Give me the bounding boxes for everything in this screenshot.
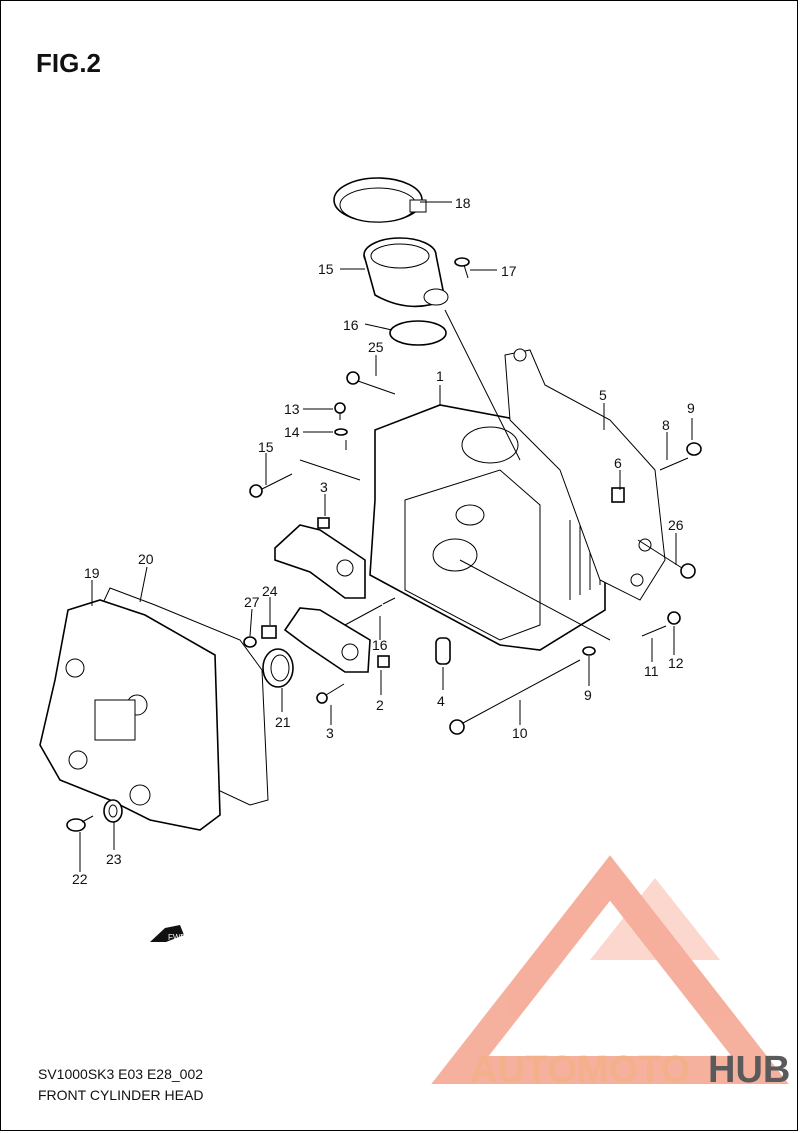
fwd-arrow-icon bbox=[150, 925, 184, 942]
callout-21: 19 bbox=[84, 565, 100, 581]
bolt-15-part bbox=[249, 473, 293, 498]
spark-plug-part bbox=[344, 597, 396, 626]
callout-23: 21 bbox=[275, 714, 291, 730]
callout-28: 26 bbox=[668, 517, 684, 533]
callout-24: 22 bbox=[72, 871, 88, 887]
callout-7: 8 bbox=[662, 417, 670, 433]
callout-16: 16 bbox=[372, 637, 388, 653]
model-code: SV1000SK3 E03 E28_002 bbox=[38, 1066, 204, 1082]
callout-18: 16 bbox=[343, 317, 359, 333]
leader-lines bbox=[79, 201, 693, 872]
callout-19: 17 bbox=[501, 263, 517, 279]
nut-8-part bbox=[686, 442, 702, 456]
plug-26-part bbox=[261, 625, 277, 639]
callout-27: 25 bbox=[368, 339, 384, 355]
bolt-10-part bbox=[449, 659, 581, 735]
callout-8: 9 bbox=[687, 400, 695, 416]
cylinder-head-cover-part bbox=[39, 599, 221, 831]
callout-13: 13 bbox=[284, 401, 300, 417]
callout-26: 24 bbox=[262, 583, 278, 599]
grommet-25-part bbox=[103, 799, 123, 823]
bolt-13-part bbox=[334, 402, 346, 420]
oil-seal-23-part bbox=[262, 648, 294, 688]
callout-1: 1 bbox=[436, 368, 444, 384]
cylinder-head-part bbox=[369, 404, 606, 651]
washer-9-part bbox=[582, 646, 596, 656]
nut-12-part bbox=[667, 611, 681, 625]
intake-pipe-part bbox=[363, 237, 449, 308]
o-ring-part bbox=[389, 320, 447, 346]
callout-3c: 3 bbox=[326, 725, 334, 741]
callout-17: 15 bbox=[318, 261, 334, 277]
seal-29-part bbox=[243, 636, 257, 648]
callout-3a: 3 bbox=[320, 479, 328, 495]
camshaft-holder-upper-part bbox=[274, 524, 366, 599]
callout-25: 23 bbox=[106, 851, 122, 867]
dowel-3a-part bbox=[317, 517, 330, 529]
fwd-label: FWD bbox=[168, 933, 186, 942]
bolt-27-part bbox=[346, 371, 396, 395]
callout-20: 18 bbox=[455, 195, 471, 211]
callout-29: 27 bbox=[244, 594, 260, 610]
callout-2: 2 bbox=[376, 697, 384, 713]
section-name: FRONT CYLINDER HEAD bbox=[38, 1087, 204, 1103]
screw-part bbox=[454, 257, 470, 279]
callout-15: 15 bbox=[258, 439, 274, 455]
callout-11: 11 bbox=[644, 663, 659, 679]
callout-9: 9 bbox=[584, 687, 592, 703]
watermark-brand-part2: HUB bbox=[708, 1049, 790, 1091]
callout-4: 4 bbox=[437, 693, 445, 709]
callout-22: 20 bbox=[138, 551, 154, 567]
stud-7-part bbox=[659, 457, 689, 471]
dowel-2-part bbox=[377, 655, 390, 668]
cover-bolt-24-part bbox=[66, 815, 94, 832]
clamp-part bbox=[333, 177, 427, 223]
callout-10: 10 bbox=[512, 725, 528, 741]
washer-14-part bbox=[334, 428, 348, 436]
watermark-logo-icon bbox=[431, 855, 789, 1084]
guide-4-part bbox=[435, 637, 451, 665]
dowel-6-part bbox=[611, 487, 625, 503]
callout-6: 6 bbox=[614, 455, 622, 471]
callout-14: 14 bbox=[284, 424, 300, 440]
callout-labels: 18 15 17 16 25 1 5 9 13 8 14 15 6 3 26 2… bbox=[72, 195, 695, 887]
callout-12: 12 bbox=[668, 655, 684, 671]
bolt-28-part bbox=[637, 539, 696, 579]
camshaft-holder-lower-part bbox=[283, 607, 371, 673]
bolt-11-part bbox=[641, 625, 667, 637]
watermark-brand-part1: AUTOMOTO bbox=[470, 1049, 690, 1091]
figure-title: FIG.2 bbox=[36, 48, 102, 78]
callout-5: 5 bbox=[599, 387, 607, 403]
bolt-3c-part bbox=[316, 683, 345, 704]
